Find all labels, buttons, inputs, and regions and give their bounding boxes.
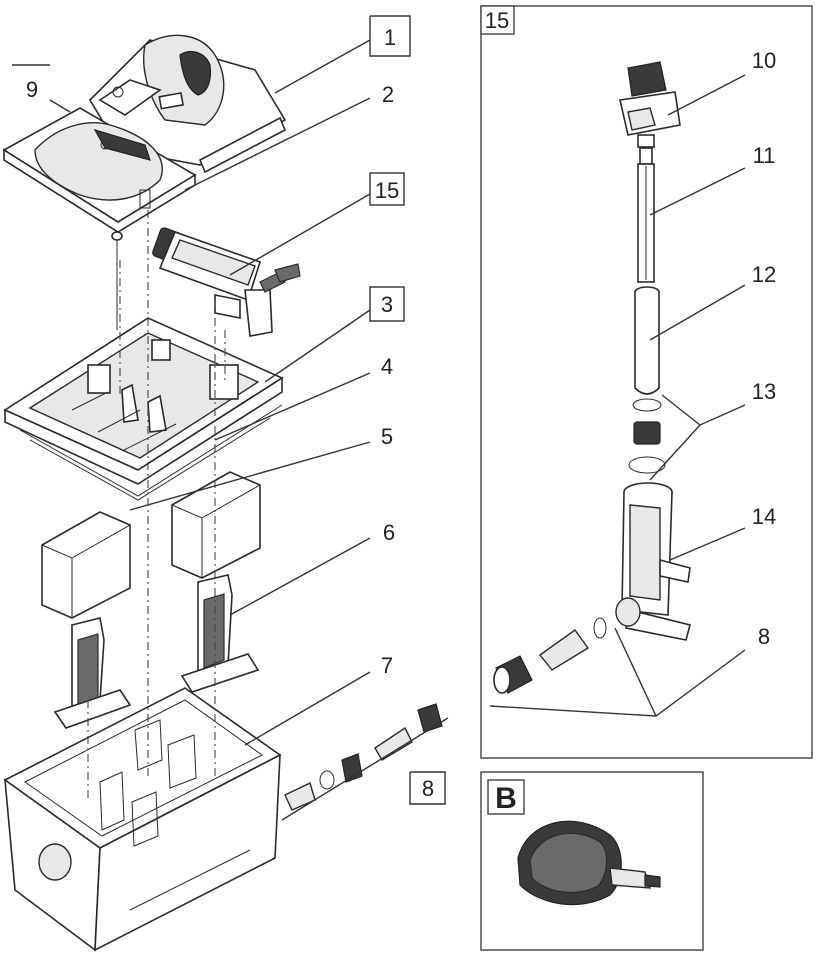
part-5-sponge-right xyxy=(171,471,261,579)
callout-3: 3 xyxy=(381,292,393,317)
callout-4: 4 xyxy=(381,354,393,379)
callout-1: 1 xyxy=(384,25,396,50)
part-12-quartz-tube xyxy=(634,286,660,395)
callout-14: 14 xyxy=(752,504,776,529)
callout-8-main: 8 xyxy=(422,776,434,801)
pump-panel-label: B xyxy=(495,782,517,815)
part-5-sponge-left xyxy=(41,511,131,619)
part-15-uvc-unit xyxy=(152,227,301,337)
part-6-holder-right xyxy=(180,574,260,693)
callout-2: 2 xyxy=(382,82,394,107)
part-3-tray xyxy=(3,317,284,485)
callout-7: 7 xyxy=(381,653,393,678)
callout-11: 11 xyxy=(753,143,776,168)
part-14-housing xyxy=(615,482,691,641)
callout-labels: 1 2 15 3 4 5 6 7 8 9 10 11 12 13 14 8 xyxy=(26,25,776,801)
part-6-holder-left xyxy=(53,617,132,729)
callout-lines xyxy=(12,15,746,821)
callout-12: 12 xyxy=(752,262,776,287)
callout-9: 9 xyxy=(26,77,38,102)
callout-6: 6 xyxy=(383,520,395,545)
pin xyxy=(111,231,123,330)
callout-13: 13 xyxy=(752,379,776,404)
part-13-seals xyxy=(628,398,666,474)
part-4-tray-base xyxy=(19,404,283,501)
part-8-connectors-detail xyxy=(493,617,607,694)
part-7-filter-box xyxy=(3,687,282,952)
part-10-ballast xyxy=(619,61,681,148)
pump-b xyxy=(517,820,661,906)
detail-panel-label: 15 xyxy=(485,8,509,33)
part-11-lamp xyxy=(637,147,655,283)
assembly-axis-lines xyxy=(87,210,226,800)
callout-15: 15 xyxy=(375,178,399,203)
part-9-lid xyxy=(2,107,197,233)
part-8-connectors-main xyxy=(284,703,443,811)
callout-8-detail: 8 xyxy=(758,624,770,649)
callout-5: 5 xyxy=(381,424,393,449)
callout-10: 10 xyxy=(752,48,776,73)
